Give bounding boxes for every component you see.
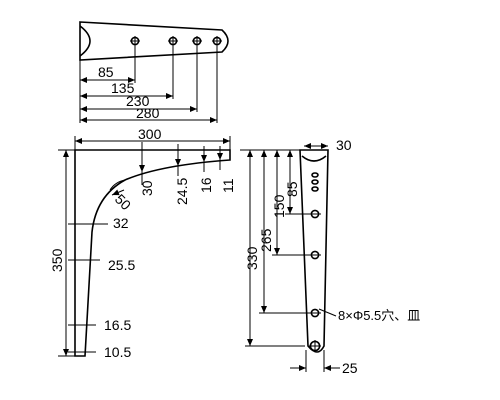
dim-30-side: 30 <box>139 180 155 196</box>
dim-230: 230 <box>126 93 150 109</box>
top-view-outline <box>79 21 229 61</box>
dim-330: 330 <box>244 246 260 270</box>
dim-265: 265 <box>258 228 274 252</box>
dim-30-front: 30 <box>336 137 352 153</box>
front-view-notch <box>301 155 327 162</box>
dim-350: 350 <box>49 248 65 272</box>
dim-85-front: 85 <box>284 181 300 197</box>
dim-10-5: 10.5 <box>104 344 131 360</box>
dim-300: 300 <box>138 126 162 142</box>
dim-150: 150 <box>271 194 287 218</box>
hole-note: 8×Φ5.5穴、皿 <box>338 308 420 323</box>
dim-135: 135 <box>111 80 135 96</box>
front-view: 30 85 150 265 330 25 8×Φ5.5穴、皿 <box>240 137 420 376</box>
dim-16-5: 16.5 <box>104 317 131 333</box>
side-view: 300 30 24.5 16 11 50 350 32 25.5 16.5 10… <box>49 126 236 360</box>
dim-85: 85 <box>98 64 114 80</box>
dim-11: 11 <box>220 178 236 193</box>
dim-280: 280 <box>136 105 160 121</box>
dim-32: 32 <box>113 215 129 231</box>
hole-note-leader <box>318 308 337 317</box>
dim-24-5: 24.5 <box>174 178 190 205</box>
dim-25: 25 <box>342 360 358 376</box>
dim-25-5: 25.5 <box>108 257 135 273</box>
side-view-outline <box>74 149 231 357</box>
dim-16-side: 16 <box>198 177 214 193</box>
top-view: 85 135 230 280 <box>79 21 229 123</box>
top-view-notch <box>79 25 91 57</box>
radius-arc <box>109 179 126 191</box>
